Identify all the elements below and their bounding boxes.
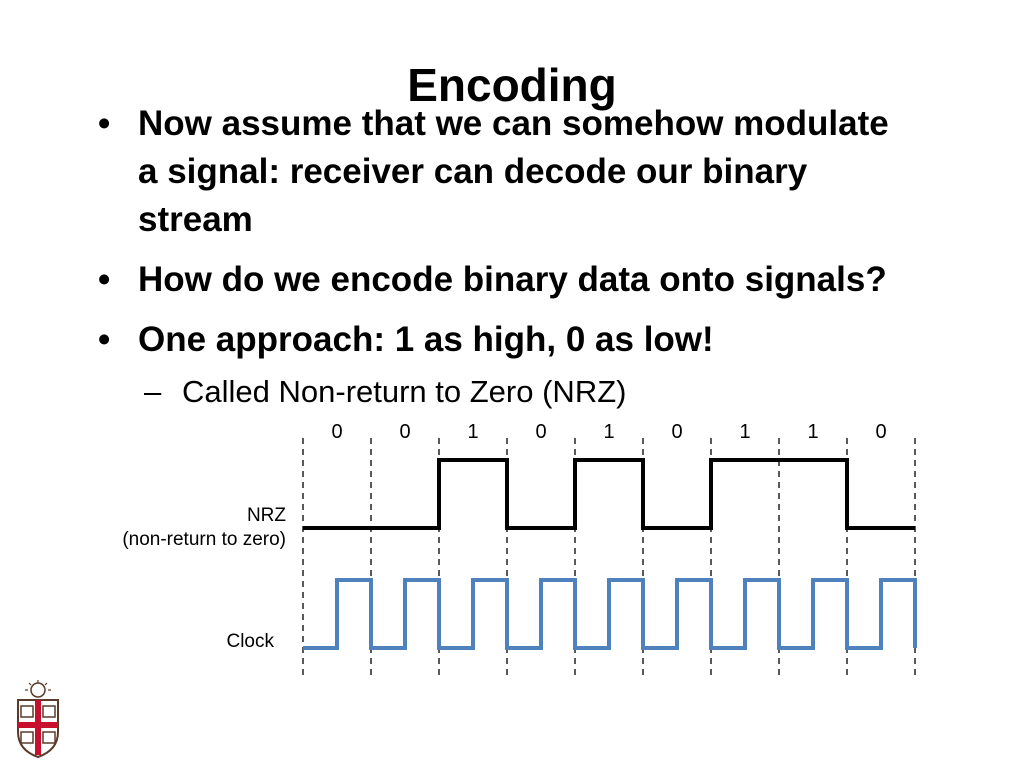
university-shield-icon	[17, 680, 59, 758]
bullet-list: Now assume that we can somehow modulate …	[96, 100, 916, 412]
bit-labels: 0 0 1 0 1 0 1 1 0	[331, 421, 886, 443]
bit-label: 0	[535, 421, 546, 443]
sub-bullet-dash: –	[144, 374, 162, 409]
bullet-item: Now assume that we can somehow modulate …	[96, 100, 916, 244]
clock-label: Clock	[226, 631, 274, 652]
nrz-label-line1: NRZ	[246, 505, 286, 526]
clock-waveform	[303, 578, 917, 650]
bit-label: 0	[331, 421, 342, 443]
bit-label: 1	[807, 421, 818, 443]
bit-label: 1	[603, 421, 614, 443]
sub-bullet-text: Called Non-return to Zero (NRZ)	[182, 374, 627, 409]
nrz-label-line2: (non-return to zero)	[122, 529, 286, 550]
nrz-waveform	[303, 458, 915, 530]
sub-bullet-item: – Called Non-return to Zero (NRZ)	[96, 372, 916, 412]
bit-label: 0	[671, 421, 682, 443]
bit-label: 0	[399, 421, 410, 443]
nrz-label: NRZ (non-return to zero)	[40, 504, 286, 552]
bit-label: 1	[739, 421, 750, 443]
bullet-item: One approach: 1 as high, 0 as low!	[96, 316, 916, 364]
bit-label: 0	[875, 421, 886, 443]
bit-label: 1	[467, 421, 478, 443]
bullet-item: How do we encode binary data onto signal…	[96, 256, 916, 304]
